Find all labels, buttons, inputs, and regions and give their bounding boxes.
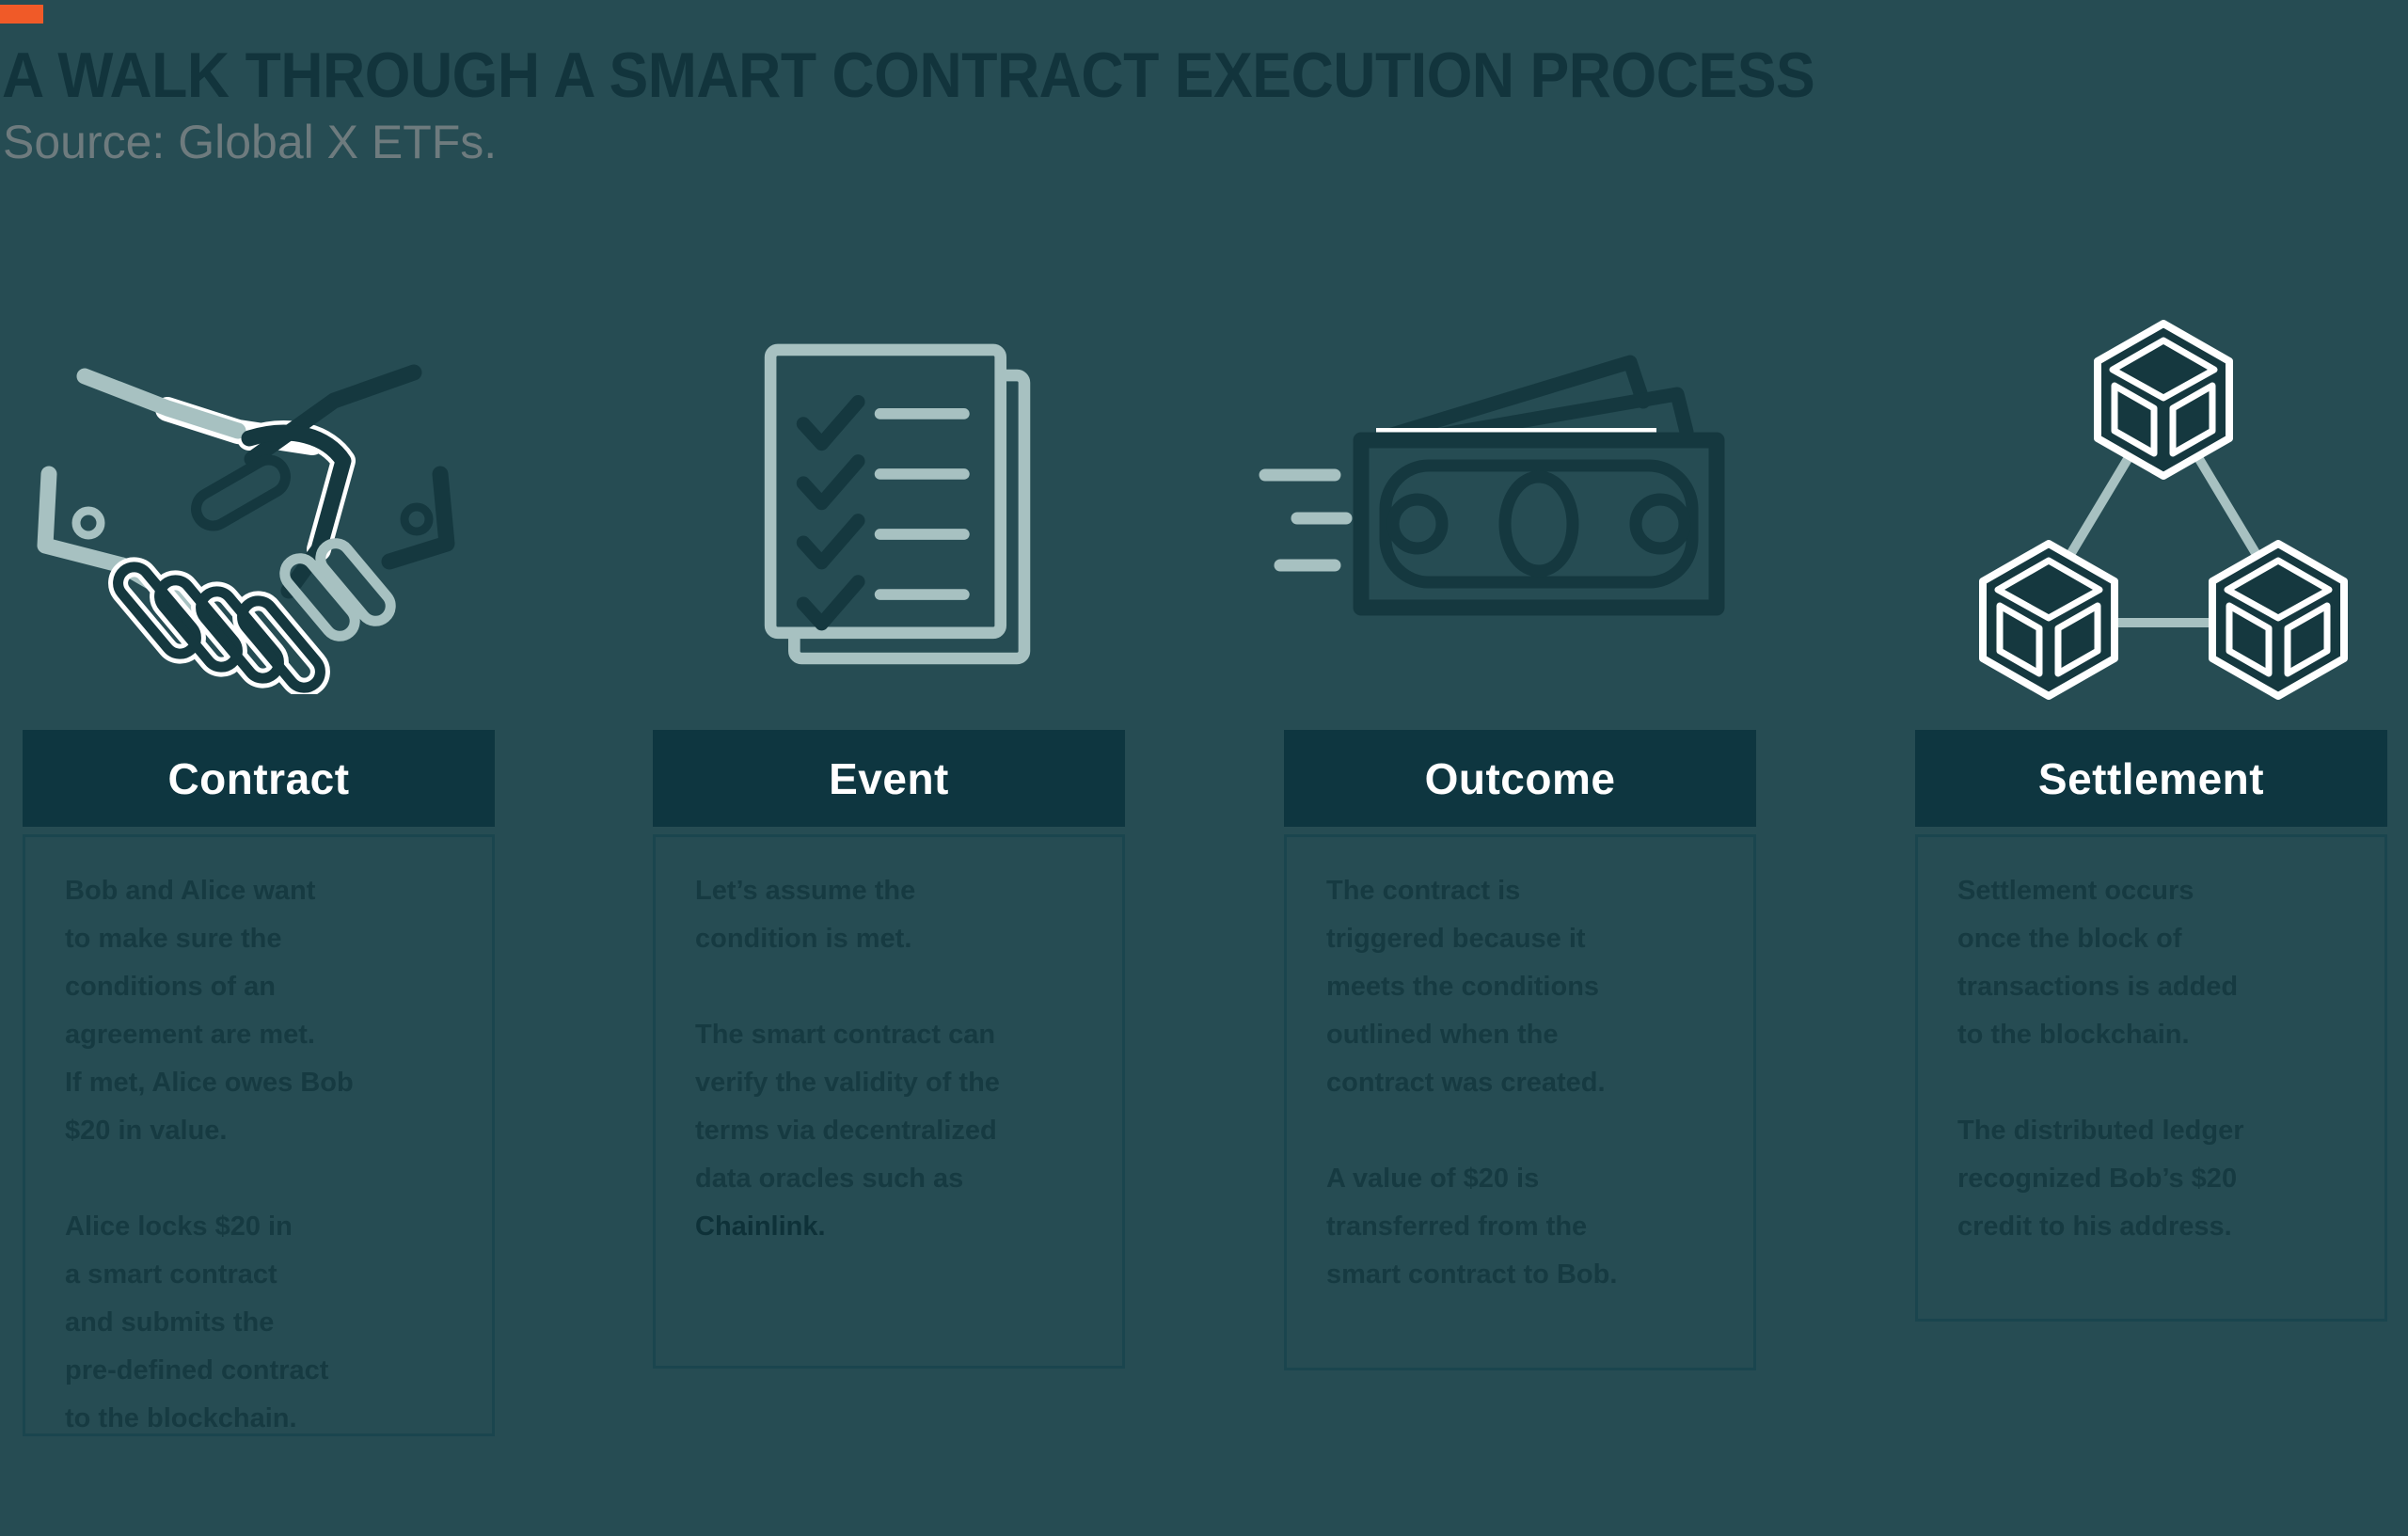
column-event: Event Let’s assume the condition is met.… bbox=[653, 730, 1125, 1369]
column-header: Outcome bbox=[1284, 730, 1756, 827]
column-body: The contract is triggered because it mee… bbox=[1284, 834, 1756, 1370]
chainlink-term: Chainlink. bbox=[695, 1211, 826, 1242]
column-paragraph: A value of $20 is transferred from the s… bbox=[1326, 1164, 1618, 1290]
money-icon bbox=[1256, 334, 1745, 644]
column-paragraph: Let’s assume the condition is met. bbox=[695, 876, 916, 954]
column-title: Contract bbox=[167, 753, 350, 803]
column-settlement: Settlement Settlement occurs once the bl… bbox=[1915, 730, 2387, 1322]
source-caption: Source: Global X ETFs. bbox=[3, 116, 498, 168]
column-header: Event bbox=[653, 730, 1125, 827]
handshake-icon-svg bbox=[37, 364, 455, 694]
column-contract: Contract Bob and Alice want to make sure… bbox=[23, 730, 495, 1436]
column-paragraph: Bob and Alice want to make sure the cond… bbox=[65, 876, 354, 1146]
column-paragraph: The smart contract can verify the validi… bbox=[695, 1011, 1094, 1251]
column-header: Settlement bbox=[1915, 730, 2387, 827]
checklist-icon-svg bbox=[764, 343, 1031, 665]
column-paragraph: The distributed ledger recognized Bob’s … bbox=[1957, 1116, 2244, 1242]
cubes-icon-svg bbox=[1938, 310, 2389, 705]
accent-bar bbox=[0, 5, 43, 24]
checklist-icon bbox=[743, 325, 1054, 682]
column-paragraph: Alice locks $20 in a smart contract and … bbox=[65, 1211, 329, 1433]
handshake-icon bbox=[9, 318, 480, 694]
page-title: A WALK THROUGH A SMART CONTRACT EXECUTIO… bbox=[2, 40, 1815, 111]
column-header: Contract bbox=[23, 730, 495, 827]
column-title: Settlement bbox=[2037, 753, 2265, 803]
column-title: Outcome bbox=[1424, 753, 1616, 803]
column-paragraph: Settlement occurs once the block of tran… bbox=[1957, 876, 2239, 1050]
column-body: Bob and Alice want to make sure the cond… bbox=[23, 834, 495, 1436]
column-title: Event bbox=[829, 753, 949, 803]
paragraph-text: The smart contract can verify the validi… bbox=[695, 1020, 1000, 1194]
cubes-icon bbox=[1938, 310, 2389, 705]
column-paragraph: The contract is triggered because it mee… bbox=[1326, 876, 1606, 1098]
money-icon-svg bbox=[1259, 355, 1725, 616]
column-outcome: Outcome The contract is triggered becaus… bbox=[1284, 730, 1756, 1370]
column-body: Let’s assume the condition is met. The s… bbox=[653, 834, 1125, 1369]
column-body: Settlement occurs once the block of tran… bbox=[1915, 834, 2387, 1322]
